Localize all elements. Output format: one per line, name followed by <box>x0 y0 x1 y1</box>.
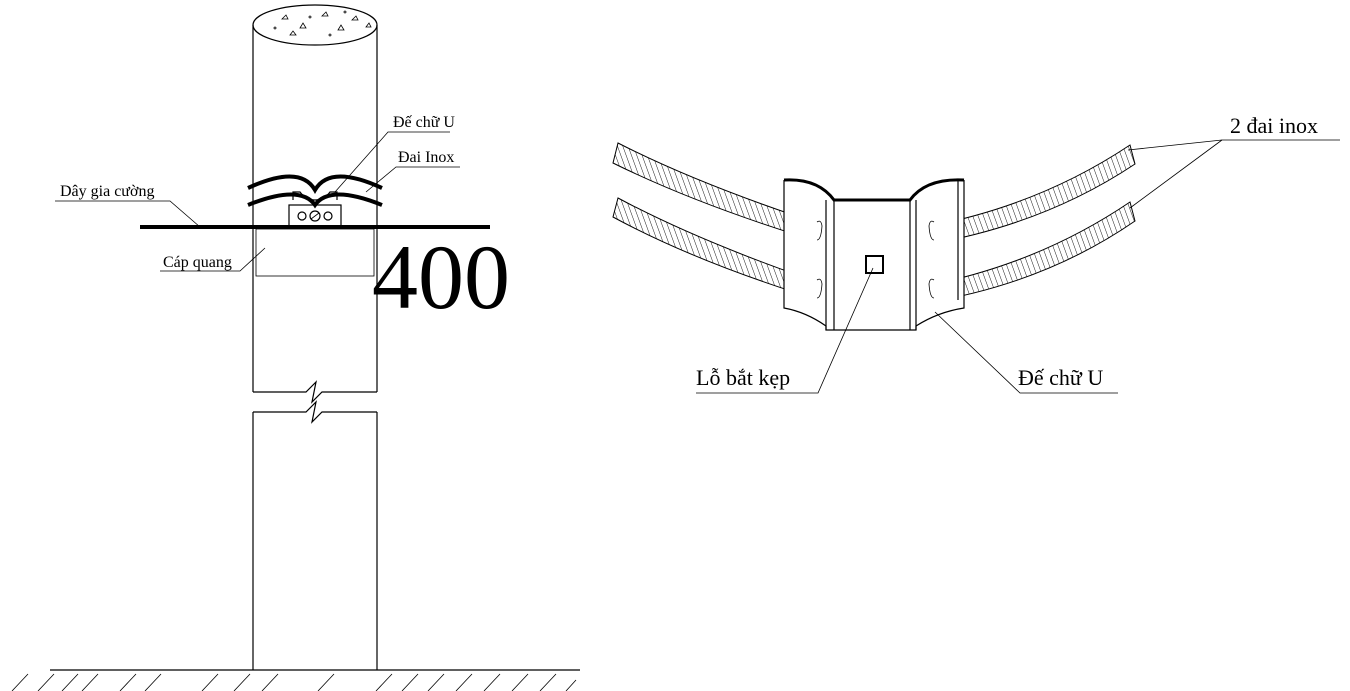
strap-right-lower <box>929 201 1136 303</box>
stainless-strap-upper <box>247 174 383 209</box>
label-de-chu-u-left: Đế chữ U <box>393 114 455 131</box>
label-dai-inox: Đai Inox <box>398 149 454 166</box>
pole-side-view: Đế chữ U Đai Inox Dây gia cường Cáp quan… <box>11 4 580 691</box>
label-cap-quang: Cáp quang <box>163 254 232 271</box>
pole-top-section <box>252 4 378 46</box>
pole-body-lower <box>252 412 378 670</box>
ground-line <box>11 669 580 691</box>
pole-body-upper <box>252 25 378 424</box>
u-base-body <box>783 178 965 331</box>
label-day-gia-cuong: Dây gia cường <box>60 183 154 200</box>
label-two-straps: 2 đai inox <box>1230 113 1318 138</box>
leaders-right <box>696 139 1340 394</box>
bracket-detail-view: 2 đai inox Lỗ bắt kẹp Đế chữ U <box>612 113 1340 394</box>
u-base-bracket <box>292 191 338 201</box>
clamp-hole <box>865 255 884 274</box>
fiber-cable <box>255 228 375 277</box>
leaders-left <box>55 131 460 272</box>
label-clamp-hole: Lỗ bắt kẹp <box>696 365 790 390</box>
label-u-base-right: Đế chữ U <box>1018 365 1103 390</box>
strap-right-upper <box>929 144 1136 245</box>
dimension-400: 400 <box>372 226 510 328</box>
